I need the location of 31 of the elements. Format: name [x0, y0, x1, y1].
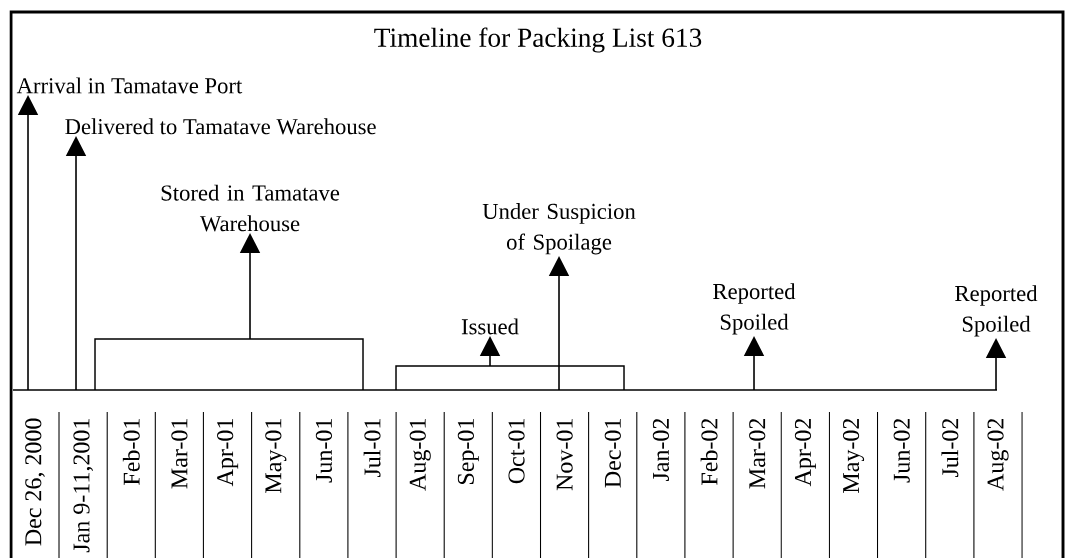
date-label: Mar-02: [749, 418, 766, 489]
event-label: Reported Spoiled: [955, 285, 1038, 337]
date-label: Mar-01: [171, 419, 188, 489]
event-label: Delivered to Tamatave Warehouse: [65, 118, 376, 135]
date-label: Jun-01: [315, 419, 332, 483]
date-label: Dec-01: [604, 419, 621, 488]
event-label: Under Suspicion of Spoilage: [482, 203, 636, 255]
date-label: May-02: [842, 418, 865, 493]
date-label: Jul-01: [363, 419, 381, 478]
date-label: Jul-02: [941, 418, 959, 478]
date-label: Jun-02: [893, 418, 910, 483]
title: Timeline for Packing List 613: [374, 27, 702, 53]
bracket: [94, 338, 364, 391]
event-label: Stored in Tamatave Warehouse: [161, 184, 340, 232]
date-label: Aug-01: [409, 419, 431, 491]
event-label: Issued: [461, 318, 519, 335]
date-label: Jan 9-11,2001: [73, 419, 94, 553]
date-label: Nov-01: [556, 419, 573, 491]
date-label: Jan-02: [652, 418, 669, 482]
date-label: Apr-01: [217, 419, 239, 487]
date-label: Feb-02: [700, 418, 718, 485]
date-label: May-01: [265, 419, 287, 493]
date-label: Oct-01: [508, 419, 525, 484]
date-label: Aug-02: [987, 418, 1009, 491]
bracket: [395, 365, 625, 391]
event-label: Reported Spoiled: [713, 283, 796, 335]
date-label: Dec 26, 2000: [25, 418, 45, 546]
date-label: Feb-01: [122, 419, 140, 485]
event-label: Arrival in Tamatave Port: [16, 77, 243, 94]
date-label: Apr-02: [794, 418, 816, 487]
date-label: Sep-01: [457, 419, 479, 484]
